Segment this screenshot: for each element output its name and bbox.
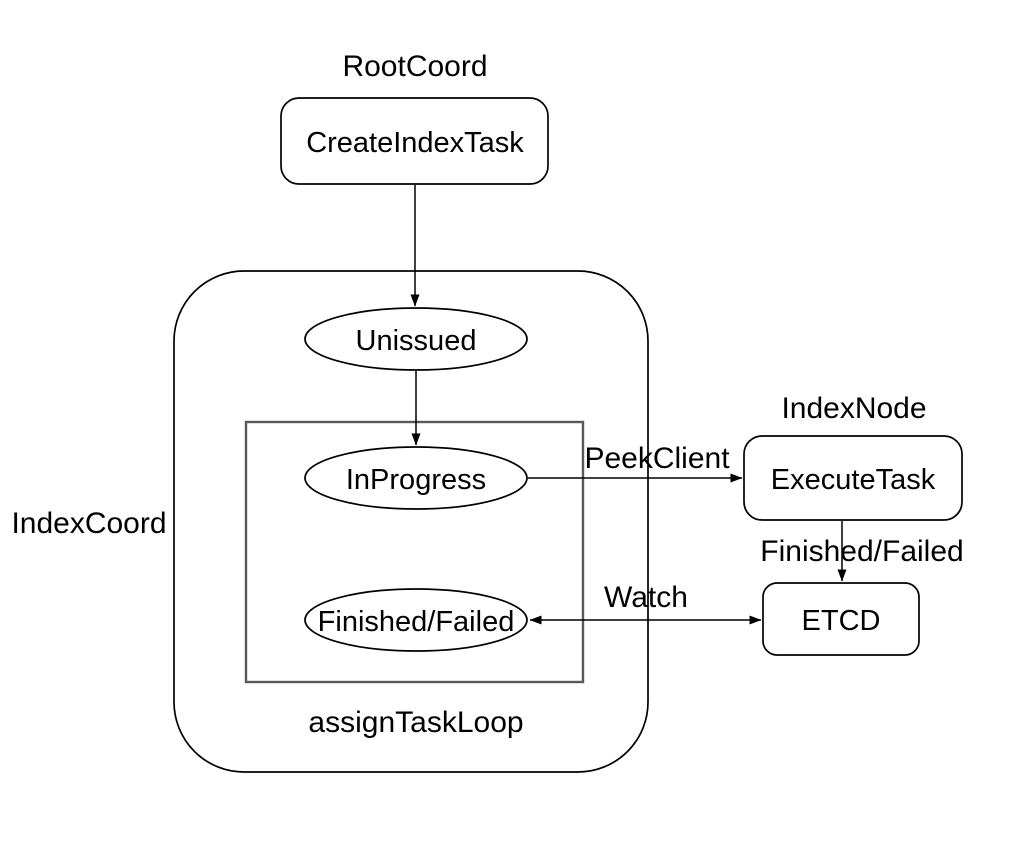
watch-edge-label: Watch [604, 581, 688, 614]
peek-client-edge-label: PeekClient [584, 442, 730, 475]
etcd-label: ETCD [802, 605, 881, 637]
in-progress-state-node [304, 446, 528, 510]
index-coord-container [173, 270, 649, 773]
finished-failed-edge-label: Finished/Failed [760, 535, 963, 568]
create-index-task-label: CreateIndexTask [306, 127, 524, 159]
finished-failed-state-label: Finished/Failed [318, 606, 515, 638]
execute-task-node [743, 435, 963, 521]
assign-task-loop-container [244, 420, 585, 684]
assign-task-loop-label: assignTaskLoop [308, 706, 523, 739]
etcd-node [762, 582, 920, 656]
execute-task-label: ExecuteTask [771, 464, 936, 496]
in-progress-label: InProgress [346, 464, 486, 496]
create-index-task-node [280, 97, 549, 185]
finished-failed-state-node [304, 588, 528, 652]
unissued-label: Unissued [356, 325, 477, 357]
index-coord-label: IndexCoord [11, 507, 166, 540]
unissued-state-node [304, 307, 528, 371]
root-coord-label: RootCoord [342, 50, 487, 83]
index-node-label: IndexNode [781, 392, 926, 425]
